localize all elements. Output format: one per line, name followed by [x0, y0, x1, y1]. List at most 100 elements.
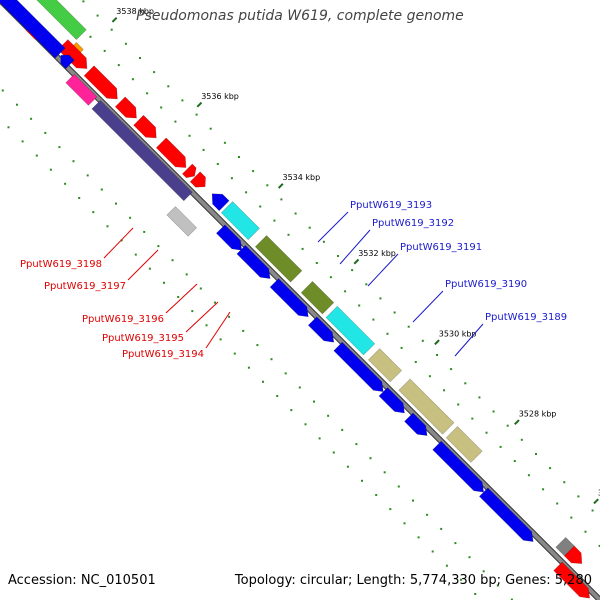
gc-dot — [242, 329, 245, 332]
gc-dot — [492, 410, 495, 413]
gc-dot — [506, 424, 509, 427]
gc-dot — [351, 269, 354, 272]
gc-dot — [337, 255, 339, 257]
gc-dot — [375, 494, 378, 496]
gc-dot — [403, 522, 406, 525]
gc-dot — [510, 598, 513, 600]
gc-dot — [407, 325, 410, 328]
gene-feature — [367, 348, 403, 383]
gene-label-leader — [454, 323, 484, 357]
gc-dot — [160, 106, 163, 109]
gc-dot — [245, 191, 248, 194]
gc-dot — [195, 113, 198, 116]
gene-label-leader — [367, 253, 399, 287]
gc-dot — [233, 352, 236, 355]
gene-labels: PputW619_3193PputW619_3192PputW619_3191P… — [20, 200, 567, 360]
gc-dot — [106, 225, 109, 228]
gene-label: PputW619_3191 — [400, 242, 482, 253]
gene-feature — [445, 425, 483, 463]
gc-dot — [252, 170, 255, 173]
gene-feature — [563, 545, 583, 564]
gc-dot — [400, 346, 403, 349]
gc-dot — [30, 117, 33, 120]
gc-dot — [298, 386, 301, 389]
gc-dot — [223, 141, 226, 144]
gc-dot — [421, 339, 424, 342]
gene-feature — [555, 536, 575, 557]
gc-dot — [96, 14, 99, 17]
gc-dot — [202, 148, 205, 151]
gene-feature — [155, 137, 187, 168]
gc-dot — [431, 550, 434, 553]
gene-feature — [133, 114, 157, 139]
gene-feature — [83, 65, 118, 100]
gc-dot — [110, 28, 113, 31]
gene-label-leader — [165, 283, 198, 314]
tick-label: 3528 kbp — [519, 409, 557, 418]
gc-dot — [230, 177, 233, 180]
gc-dot — [7, 126, 10, 129]
gc-dot — [92, 211, 95, 214]
gene-feature — [65, 73, 98, 106]
gc-dot — [355, 443, 358, 446]
gc-dot — [361, 479, 363, 482]
gc-dot — [219, 338, 222, 341]
gc-dot — [313, 400, 315, 403]
gc-dot — [570, 516, 573, 519]
gc-dot — [270, 358, 273, 361]
tick-mark — [353, 258, 360, 265]
gc-dot — [35, 154, 38, 157]
gene-label-leader — [412, 290, 444, 323]
gc-dot — [485, 431, 488, 434]
gc-dot — [369, 457, 372, 460]
gc-dot — [256, 344, 259, 347]
gene-label: PputW619_3198 — [20, 259, 102, 270]
gc-dot — [280, 198, 283, 201]
gc-dot — [115, 202, 117, 205]
gc-dot — [598, 544, 600, 547]
gc-dot — [82, 0, 85, 3]
gc-dot — [471, 417, 474, 420]
gc-dot — [273, 219, 276, 222]
gc-dot — [327, 414, 330, 417]
gene-feature — [307, 316, 335, 343]
topology-label: Topology: circular; Length: 5,774,330 bp… — [234, 573, 592, 588]
gc-dot — [259, 205, 262, 208]
gc-dot — [414, 361, 417, 363]
gc-dot — [287, 233, 290, 236]
gene-feature — [91, 99, 193, 202]
gc-dot — [584, 530, 587, 533]
gc-dot — [549, 467, 552, 470]
gc-dot — [167, 85, 170, 88]
gc-dot — [78, 197, 81, 199]
gc-dot — [100, 188, 103, 191]
gc-dot — [262, 380, 264, 383]
gc-dot — [426, 513, 429, 516]
gene-label: PputW619_3193 — [350, 200, 432, 211]
gene-feature — [181, 163, 197, 179]
gc-dot — [301, 247, 304, 250]
gc-dot — [228, 315, 231, 318]
gc-dot — [386, 332, 389, 335]
gc-dot — [86, 174, 89, 177]
gene-feature — [236, 244, 271, 279]
gc-dot — [205, 324, 208, 327]
gene-feature — [478, 487, 534, 542]
tick-label: 3532 kbp — [358, 249, 396, 258]
gc-dot — [188, 134, 191, 137]
gc-dot — [577, 495, 580, 498]
gc-dot — [157, 245, 160, 248]
gc-dot — [513, 460, 516, 462]
gc-dot — [284, 372, 287, 375]
gene-feature — [0, 0, 66, 59]
gene-feature — [189, 171, 206, 188]
gene-feature — [114, 96, 137, 119]
gc-dot — [171, 259, 174, 262]
gc-dot — [318, 437, 321, 440]
gene-label: PputW619_3196 — [82, 314, 164, 325]
gene-feature — [333, 341, 384, 393]
gc-dot — [247, 366, 250, 369]
gc-dot — [21, 140, 24, 143]
